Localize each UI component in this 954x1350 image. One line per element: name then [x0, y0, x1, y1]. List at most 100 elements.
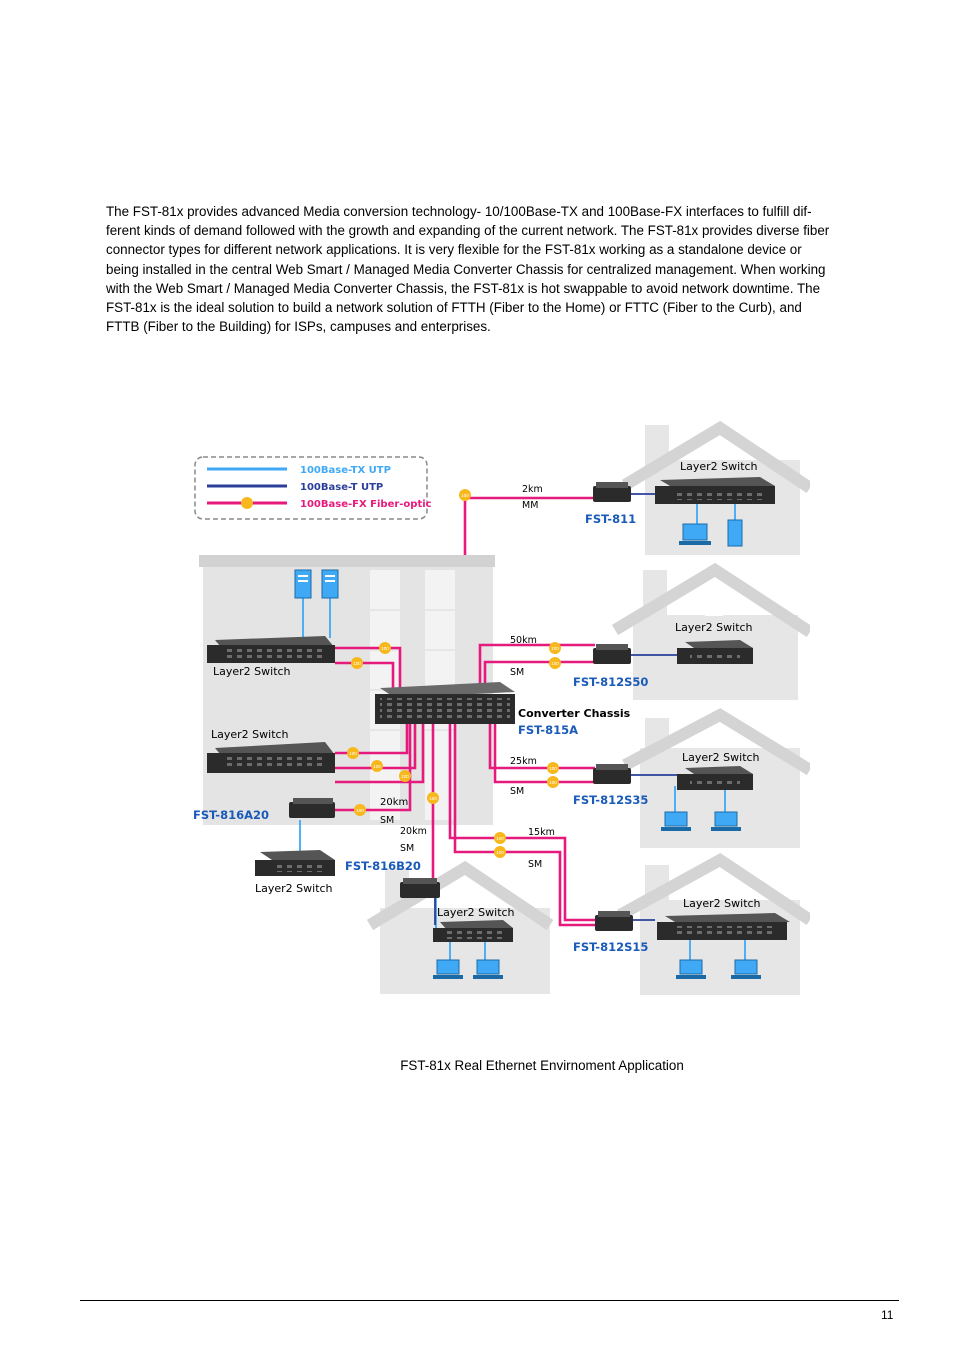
switch-device [207, 742, 335, 773]
link-mode-sm: SM [380, 815, 394, 826]
legend-fx-label: 100Base-FX Fiber-optic [300, 499, 432, 510]
intro-line: The FST-81x provides advanced Media conv… [106, 204, 812, 219]
network-diagram: 100Base-TX UTP 100Base-T UTP 100Base-FX … [193, 420, 810, 995]
fiber-badge: 100 [494, 832, 506, 844]
switch-device [677, 640, 753, 664]
intro-paragraph: The FST-81x provides advanced Media conv… [106, 202, 881, 336]
fiber-badge: 100 [371, 760, 383, 772]
link-mode-sm: SM [510, 786, 524, 797]
badge-text: 100 [353, 661, 361, 666]
fiber-badge: 100 [459, 489, 471, 501]
fiber-badge: 100 [351, 657, 363, 669]
switch-label: Layer2 Switch [683, 897, 761, 910]
badge-text: 100 [496, 836, 504, 841]
badge-text: 100 [429, 796, 437, 801]
intro-line: ferent kinds of demand followed with the… [106, 223, 830, 239]
link-mode-sm: SM [400, 843, 414, 854]
legend: 100Base-TX UTP 100Base-T UTP 100Base-FX … [194, 456, 432, 520]
intro-line: being installed in the central Web Smart… [106, 261, 826, 277]
media-converter [595, 911, 633, 931]
link-mode-sm: SM [528, 859, 542, 870]
badge-text: 100 [551, 646, 559, 651]
fiber-badge: 100 [379, 642, 391, 654]
fiber-badge: 100 [354, 804, 366, 816]
computer-icon [433, 959, 463, 979]
converter-chassis [375, 682, 515, 724]
switch-device [655, 477, 775, 504]
computer-icon [711, 811, 741, 831]
fiber-badge: 100 [494, 846, 506, 858]
media-converter [289, 798, 335, 818]
switch-label: Layer2 Switch [211, 728, 289, 741]
media-converter [593, 764, 631, 784]
badge-text: 100 [373, 764, 381, 769]
house-mid2 [622, 708, 810, 848]
model-fst-816a20: FST-816A20 [193, 808, 269, 822]
switch-label: Layer2 Switch [682, 751, 760, 764]
intro-line: FST-81x is the ideal solution to build a… [106, 300, 802, 316]
media-converter [593, 482, 631, 502]
model-fst-811: FST-811 [585, 512, 636, 526]
fiber-badge: 100 [549, 642, 561, 654]
switch-label: Layer2 Switch [675, 621, 753, 634]
fiber-badges: 100 100 100 100 100 100 100 100 100 100 … [347, 489, 561, 858]
badge-text: 100 [356, 808, 364, 813]
media-converter [593, 644, 631, 664]
server-icon [321, 569, 339, 599]
computer-icon [473, 959, 503, 979]
switch-label: Layer2 Switch [213, 665, 291, 678]
switch-label: Layer2 Switch [680, 460, 758, 473]
fiber-badge: 100 [399, 770, 411, 782]
intro-line: connector types for different network ap… [106, 242, 802, 258]
link-length-25km: 25km [510, 756, 537, 767]
fiber-badge: 100 [549, 657, 561, 669]
fiber-badge: 100 [427, 792, 439, 804]
switch-device [677, 766, 753, 790]
intro-line: FTTB (Fiber to the Building) for ISPs, c… [106, 319, 491, 335]
model-fst-812s35: FST-812S35 [573, 793, 648, 807]
chassis-model: FST-815A [518, 723, 578, 737]
fiber-badge: 100 [347, 747, 359, 759]
legend-t-label: 100Base-T UTP [300, 482, 383, 493]
computer-icon [679, 523, 711, 545]
badge-text: 100 [496, 850, 504, 855]
switch-label: Layer2 Switch [255, 882, 333, 895]
switch-device [255, 850, 335, 876]
badge-text: 100 [349, 751, 357, 756]
link-length-20km: 20km [380, 797, 408, 808]
badge-text: 100 [401, 774, 409, 779]
server-icon [294, 569, 312, 599]
badge-text: 100 [549, 780, 557, 785]
figure-caption: FST-81x Real Ethernet Envirnoment Applic… [400, 1058, 684, 1073]
switch-label: Layer2 Switch [437, 906, 515, 919]
house-top [621, 420, 810, 555]
badge-text: 100 [551, 661, 559, 666]
switch-device [657, 913, 790, 940]
switch-device [433, 920, 513, 942]
legend-tx-label: 100Base-TX UTP [300, 465, 391, 476]
page-number: 11 [881, 1308, 894, 1322]
link-length-15km: 15km [528, 827, 555, 838]
computer-icon [676, 959, 706, 979]
switch-device [207, 636, 335, 663]
fiber-badge: 100 [547, 762, 559, 774]
link-length-50km: 50km [510, 635, 537, 646]
link-mode-sm: SM [510, 667, 524, 678]
chassis-label: Converter Chassis [518, 707, 631, 720]
link-mode-mm: MM [522, 500, 538, 511]
intro-line: with the Web Smart / Managed Media Conve… [106, 280, 821, 296]
model-fst-816b20: FST-816B20 [345, 859, 421, 873]
badge-text: 100 [461, 493, 469, 498]
badge-text: 100 [549, 766, 557, 771]
media-converter [400, 878, 440, 898]
link-length-20km: 20km [400, 826, 427, 837]
footer-rule [80, 1300, 899, 1301]
server-icon [727, 519, 743, 547]
computer-icon [731, 959, 761, 979]
t-links [434, 493, 677, 925]
model-fst-812s50: FST-812S50 [573, 675, 648, 689]
badge-text: 100 [381, 646, 389, 651]
computer-icon [661, 811, 691, 831]
model-fst-812s15: FST-812S15 [573, 940, 648, 954]
link-length-2km: 2km [522, 484, 543, 495]
